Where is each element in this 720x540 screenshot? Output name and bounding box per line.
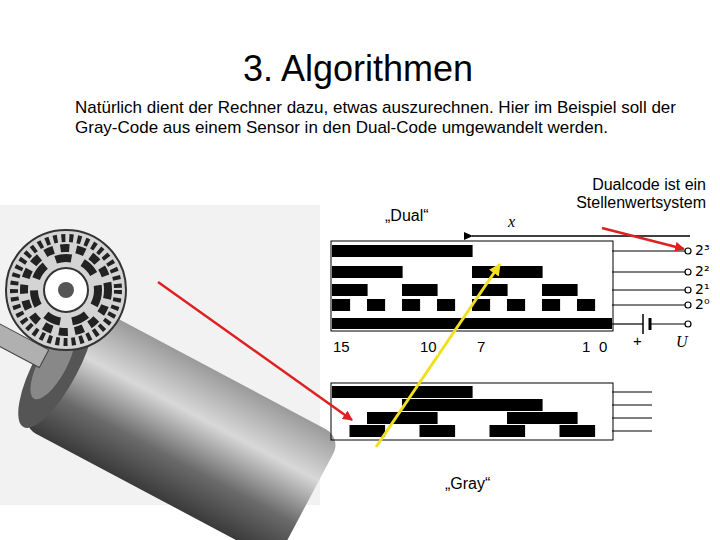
code-segment xyxy=(560,412,578,424)
code-segment xyxy=(525,266,543,278)
code-segment xyxy=(367,299,385,311)
code-segment xyxy=(420,399,438,411)
axis-label: x xyxy=(507,213,516,231)
wiring xyxy=(612,392,652,431)
code-segment xyxy=(332,299,350,311)
code-segment xyxy=(507,425,525,437)
code-segment xyxy=(507,412,525,424)
code-segment xyxy=(367,412,385,424)
code-segment xyxy=(490,425,508,437)
bit-weight: 2¹ xyxy=(695,281,710,297)
code-segment xyxy=(402,299,420,311)
code-segment xyxy=(420,386,438,398)
code-segment xyxy=(560,425,578,437)
code-segment xyxy=(420,425,438,437)
code-segment xyxy=(437,386,455,398)
code-segment xyxy=(525,412,543,424)
code-segment xyxy=(385,386,403,398)
code-segment xyxy=(437,399,455,411)
code-segment xyxy=(490,399,508,411)
code-segment xyxy=(332,284,350,296)
position-number: 10 xyxy=(419,338,438,355)
position-number: 7 xyxy=(476,338,486,355)
note-text: Dualcode ist ein Stellenwertsystem xyxy=(530,176,706,213)
code-segment xyxy=(367,266,385,278)
code-segment xyxy=(332,245,350,257)
dual-code-strip xyxy=(331,241,613,331)
direction-arrow xyxy=(472,235,690,236)
code-segment xyxy=(437,299,455,311)
code-segment xyxy=(507,299,525,311)
code-segment xyxy=(437,425,455,437)
code-segment xyxy=(542,412,560,424)
code-segment xyxy=(420,412,438,424)
code-segment xyxy=(455,386,473,398)
code-segment xyxy=(385,266,403,278)
code-segment xyxy=(402,412,420,424)
position-number: 15 xyxy=(332,338,351,355)
code-segment xyxy=(332,386,350,398)
position-number: 1 xyxy=(581,338,591,355)
code-segment xyxy=(385,245,403,257)
code-segment xyxy=(402,245,420,257)
slide-title: 3. Algorithmen xyxy=(243,48,473,89)
code-segment xyxy=(420,245,438,257)
code-segment xyxy=(350,245,368,257)
pointer-arrow xyxy=(376,264,500,447)
bit-weight: 2⁰ xyxy=(695,296,710,312)
pointer-arrow xyxy=(602,228,684,249)
code-segment xyxy=(507,266,525,278)
code-segment xyxy=(350,386,368,398)
intro-text: Natürlich dient der Rechner dazu, etwas … xyxy=(75,98,715,137)
voltage-label: U xyxy=(676,333,688,351)
code-segment xyxy=(367,386,385,398)
pointer-arrow xyxy=(158,282,352,420)
code-segment xyxy=(455,245,473,257)
strip-label: „Gray“ xyxy=(445,475,490,493)
code-segment xyxy=(367,245,385,257)
code-segment xyxy=(472,266,490,278)
code-segment xyxy=(577,425,595,437)
code-segment xyxy=(350,284,368,296)
code-segment xyxy=(402,284,420,296)
code-segment xyxy=(350,266,368,278)
position-number: 0 xyxy=(598,338,608,355)
code-segment xyxy=(542,284,560,296)
code-segment xyxy=(455,399,473,411)
code-segment xyxy=(437,245,455,257)
wiring xyxy=(612,248,691,334)
code-segment xyxy=(350,425,368,437)
code-segment xyxy=(525,399,543,411)
polarity-sign: + xyxy=(633,332,642,349)
encoder-photo xyxy=(0,205,342,540)
code-segment xyxy=(560,284,578,296)
code-segment xyxy=(490,284,508,296)
bit-weight: 2³ xyxy=(695,242,710,258)
code-segment xyxy=(542,299,560,311)
gray-code-strip xyxy=(331,383,613,440)
code-segment xyxy=(332,266,350,278)
code-segment xyxy=(420,284,438,296)
strip-label: „Dual“ xyxy=(385,207,429,225)
code-segment xyxy=(472,399,490,411)
code-segment xyxy=(577,299,595,311)
bit-weight: 2² xyxy=(695,263,710,279)
code-segment xyxy=(507,399,525,411)
